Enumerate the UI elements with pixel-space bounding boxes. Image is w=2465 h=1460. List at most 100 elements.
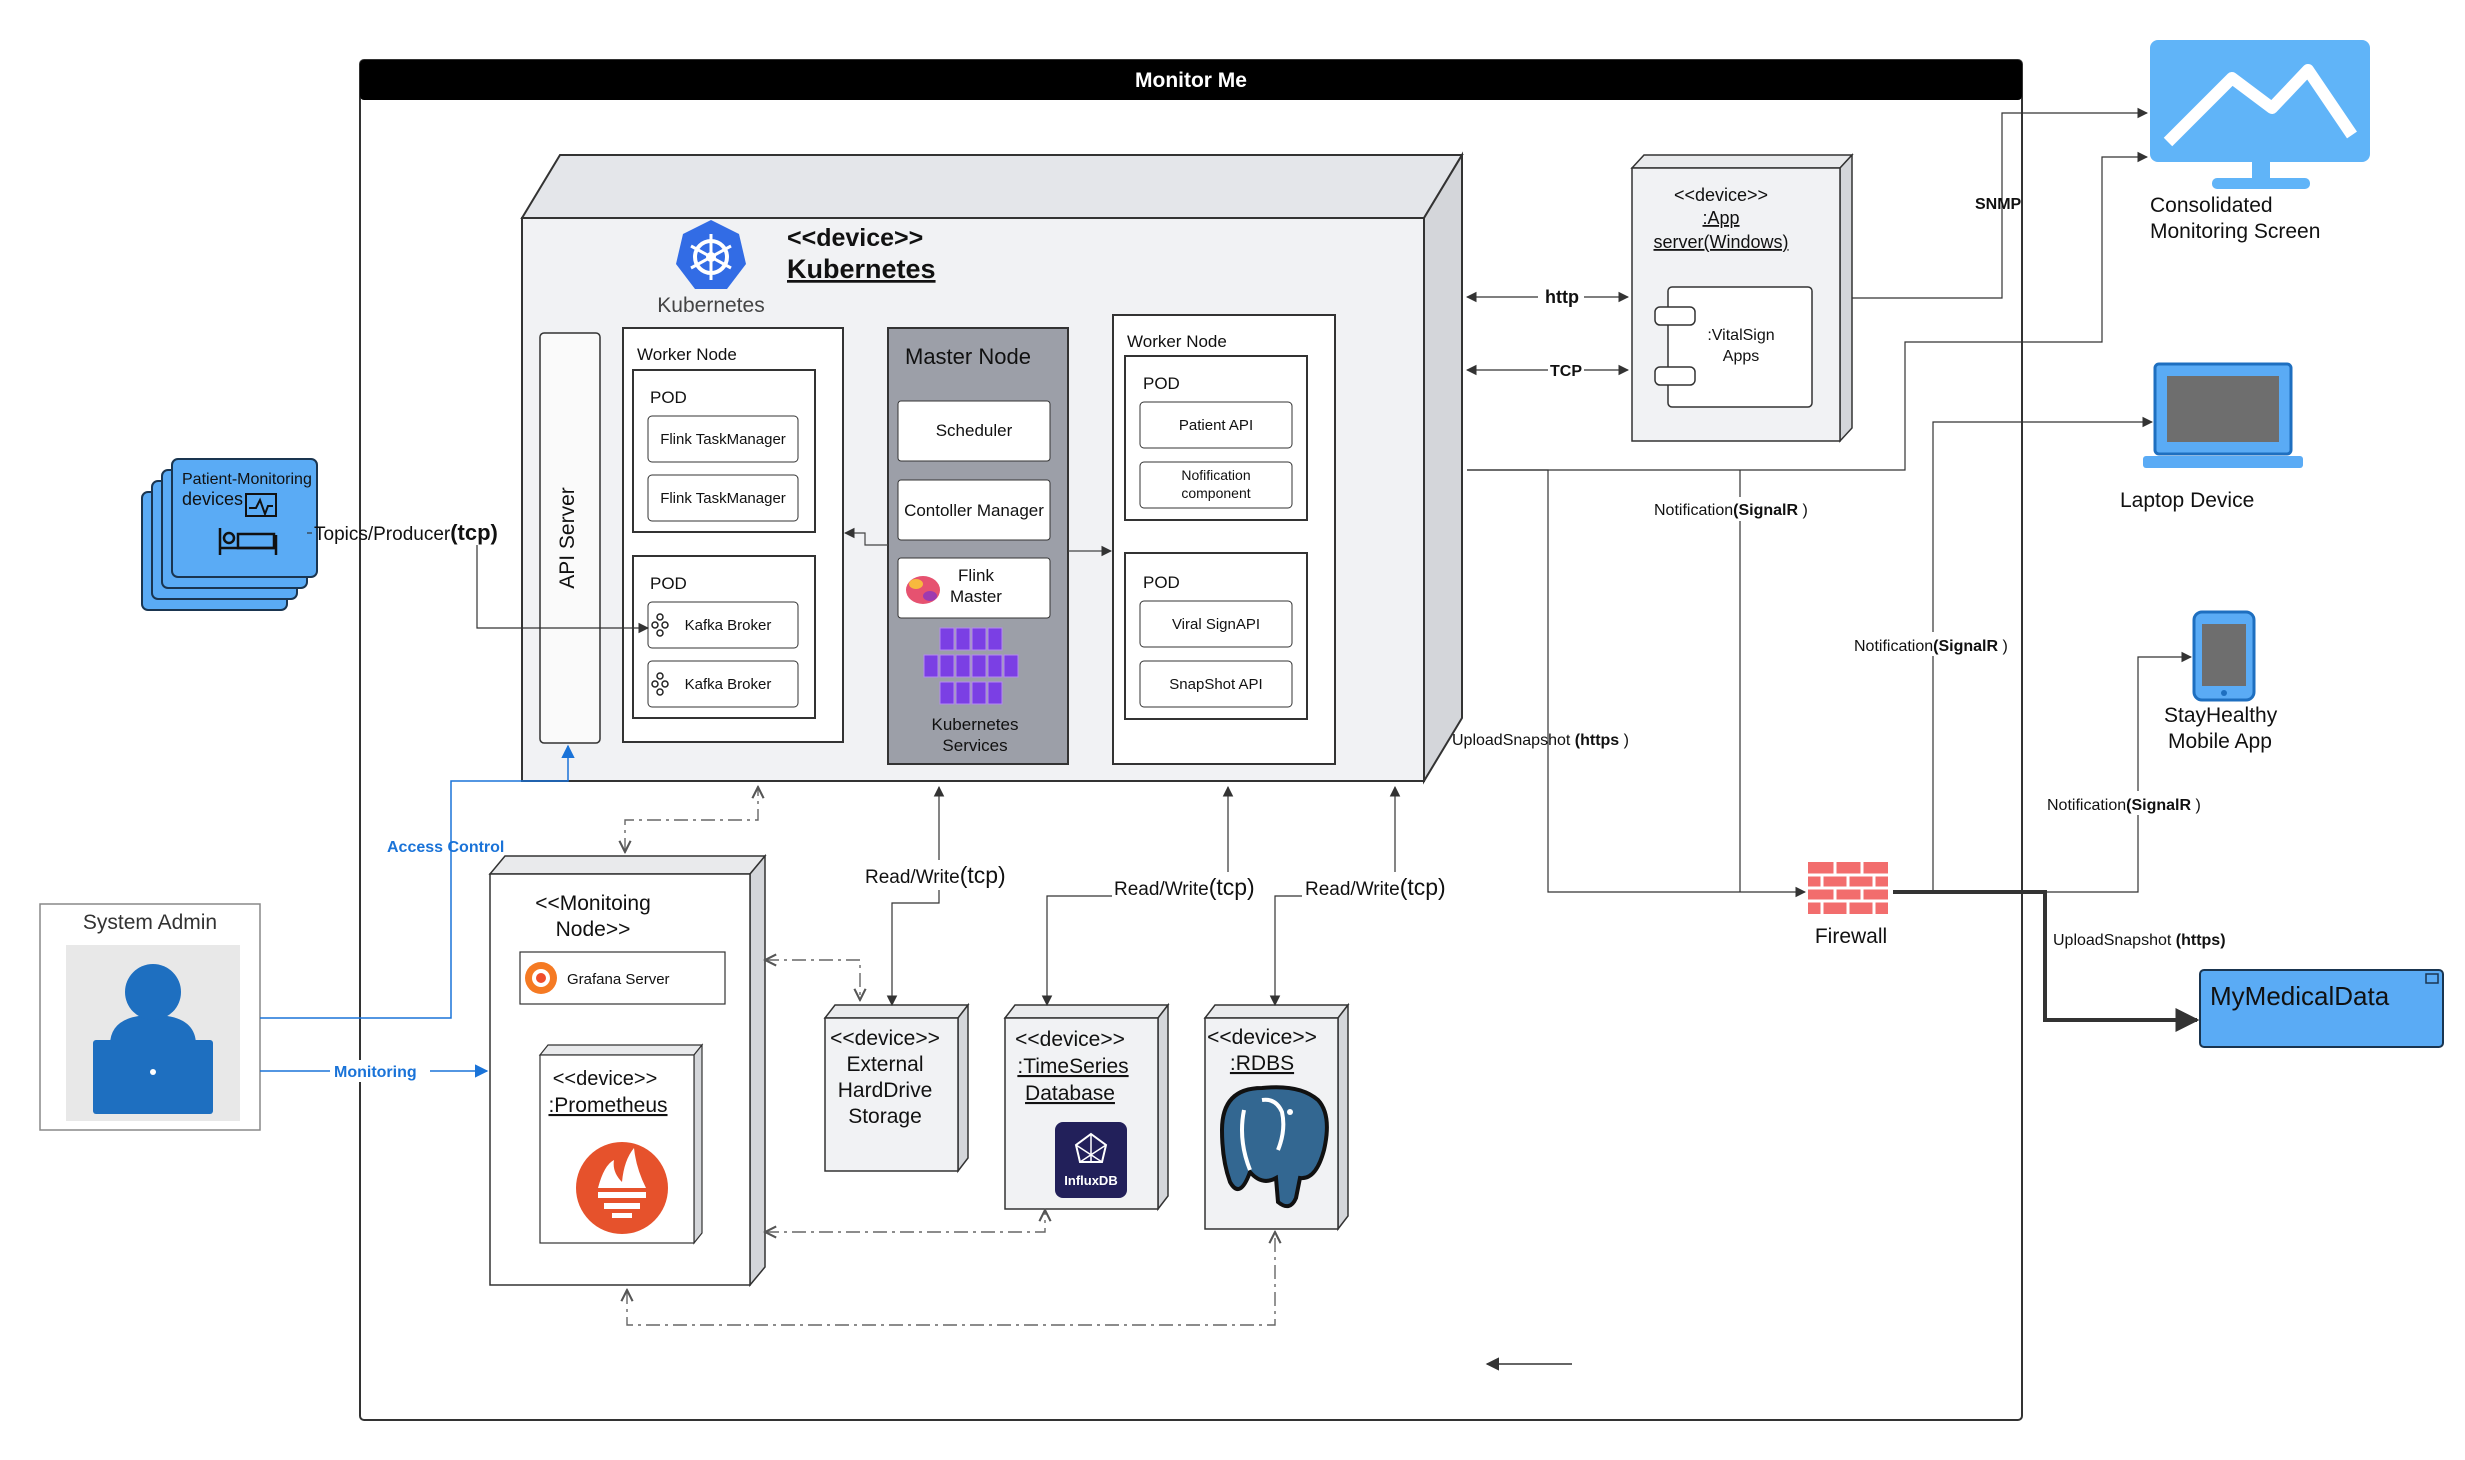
k8s-services-line2: Services (942, 736, 1007, 755)
notification-label-laptop: Notification(SignalR ) (1854, 638, 2008, 655)
system-admin: System Admin (39, 903, 261, 1131)
api-server: API Server (539, 332, 601, 744)
rdbs-stereotype: <<device>> (1207, 1026, 1317, 1049)
worker-node-1: Worker Node POD Flink TaskManager Flink … (622, 327, 844, 743)
pod-label: POD (650, 574, 687, 593)
external-stereotype: <<device>> (830, 1027, 940, 1050)
rw-label-external: Read/Write(tcp) (865, 862, 1006, 888)
consolidated-label-line1: Consolidated (2150, 194, 2273, 217)
external-line4: Storage (848, 1105, 922, 1128)
mobile-icon (2192, 610, 2256, 702)
master-node-label: Master Node (905, 344, 1031, 369)
kafka-icon (651, 613, 669, 637)
app-server-name-line1: :App (1702, 208, 1739, 228)
monitor-icon (2150, 40, 2370, 189)
timeseries-name: :TimeSeries (1017, 1055, 1128, 1078)
rdbs-database: <<device>> :RDBS (1203, 1002, 1350, 1232)
bed-icon (218, 528, 278, 555)
kafka-broker-1: Kafka Broker (685, 617, 772, 634)
notification-component-line2: component (1181, 485, 1250, 501)
kubernetes-name: Kubernetes (787, 254, 936, 284)
k8s-services-line1: Kubernetes (932, 715, 1019, 734)
devices-label-line1: Patient-Monitoring (182, 471, 312, 488)
influxdb-logo-text: InfluxDB (1064, 1173, 1117, 1188)
vitalsign-apps-line1: :VitalSign (1707, 327, 1774, 344)
kubernetes-services-icon (923, 627, 1019, 705)
patient-api: Patient API (1179, 417, 1253, 434)
frame-title: Monitor Me (1135, 69, 1247, 92)
master-node: Master Node Scheduler Contoller Manager … (887, 327, 1069, 765)
external-line3: HardDrive (838, 1079, 933, 1102)
firewall-to-laptop-link (1932, 416, 2154, 892)
worker-node-2: Worker Node POD Patient API Nofification… (1112, 314, 1336, 765)
prometheus-icon (576, 1142, 668, 1234)
app-server-node: <<device>> :App server(Windows) :VitalSi… (1630, 153, 1854, 443)
devices-to-kafka-arrow (476, 545, 650, 634)
upload-snapshot-https-label: UploadSnapshot (https) (2053, 932, 2226, 949)
snmp-link (1852, 107, 2149, 299)
upload-snapshot-link (1467, 469, 1807, 898)
snapshot-api: SnapShot API (1169, 676, 1262, 693)
dashed-monitoring-links (625, 787, 1275, 1326)
firewall-label: Firewall (1815, 925, 1887, 948)
heart-monitor-icon (245, 493, 277, 517)
controller-manager: Contoller Manager (904, 501, 1044, 520)
flink-taskmanager-1: Flink TaskManager (660, 431, 786, 448)
monitoring-node: <<Monitoing Node>> Grafana Server <<devi… (488, 853, 767, 1288)
notification-label-k8s: Notification(SignalR ) (1654, 502, 1808, 519)
kafka-icon (651, 672, 669, 696)
monitoring-node-title-line2: Node>> (556, 918, 631, 941)
timeseries-database: <<device>> :TimeSeries Database InfluxDB (1003, 1002, 1170, 1212)
kubernetes-logo-caption: Kubernetes (657, 294, 764, 317)
kubernetes-stereotype: <<device>> (787, 224, 923, 252)
notification-label-mobile: Notification(SignalR ) (2047, 797, 2201, 814)
kafka-broker-2: Kafka Broker (685, 676, 772, 693)
rw-label-timeseries: Read/Write(tcp) (1114, 874, 1255, 900)
grafana-icon (525, 962, 557, 994)
tcp-label: TCP (1550, 363, 1582, 380)
monitoring-node-title-line1: <<Monitoing (535, 892, 651, 915)
http-label: http (1545, 287, 1579, 307)
mymedicaldata-label: MyMedicalData (2210, 981, 2390, 1011)
worker-node-1-label: Worker Node (637, 345, 737, 364)
worker-node-2-label: Worker Node (1127, 332, 1227, 351)
master-to-worker1-arrow (843, 527, 888, 546)
prometheus-stereotype: <<device>> (553, 1068, 658, 1090)
notification-component-line1: Nofification (1181, 467, 1250, 483)
system-admin-label: System Admin (83, 911, 217, 934)
grafana-server-label: Grafana Server (567, 971, 670, 988)
mymedicaldata-box: MyMedicalData (2199, 969, 2444, 1048)
patient-monitoring-devices: Patient-Monitoring devices (141, 458, 318, 611)
rw-label-rdbs: Read/Write(tcp) (1305, 874, 1446, 900)
firewall-icon (1808, 862, 1888, 914)
mobile-label-line2: Mobile App (2168, 730, 2272, 753)
laptop-label: Laptop Device (2120, 489, 2254, 512)
upload-snapshot-label: UploadSnapshot (https ) (1452, 732, 1629, 749)
vitalsign-apps-line2: Apps (1723, 348, 1759, 365)
access-control-label: Access Control (387, 839, 504, 856)
flink-taskmanager-2: Flink TaskManager (660, 490, 786, 507)
app-server-name-line2: server(Windows) (1653, 232, 1788, 252)
monitoring-label: Monitoring (334, 1064, 417, 1081)
scheduler: Scheduler (936, 421, 1013, 440)
consolidated-label-line2: Monitoring Screen (2150, 220, 2320, 243)
mobile-label-line1: StayHealthy (2164, 704, 2278, 727)
app-server-stereotype: <<device>> (1674, 185, 1768, 205)
influxdb-logo: InfluxDB (1055, 1122, 1127, 1198)
kubernetes-logo: Kubernetes (657, 220, 765, 317)
prometheus-name: :Prometheus (548, 1094, 667, 1117)
k8s-to-monitor-link (1467, 151, 2149, 471)
flink-master-line1: Flink (958, 566, 994, 585)
timeseries-line3: Database (1025, 1082, 1115, 1105)
firewall-to-mymedicaldata-link (1893, 890, 2200, 1032)
pod-label: POD (1143, 374, 1180, 393)
external-line2: External (846, 1053, 923, 1076)
api-server-label: API Server (556, 487, 579, 589)
access-control-link (260, 744, 575, 1019)
rw-link-external (886, 785, 945, 1007)
snmp-label: SNMP (1975, 196, 2022, 213)
admin-user-icon (93, 964, 213, 1114)
topics-producer-label: Topics/Producer(tcp) (314, 520, 498, 545)
pod-label: POD (650, 388, 687, 407)
